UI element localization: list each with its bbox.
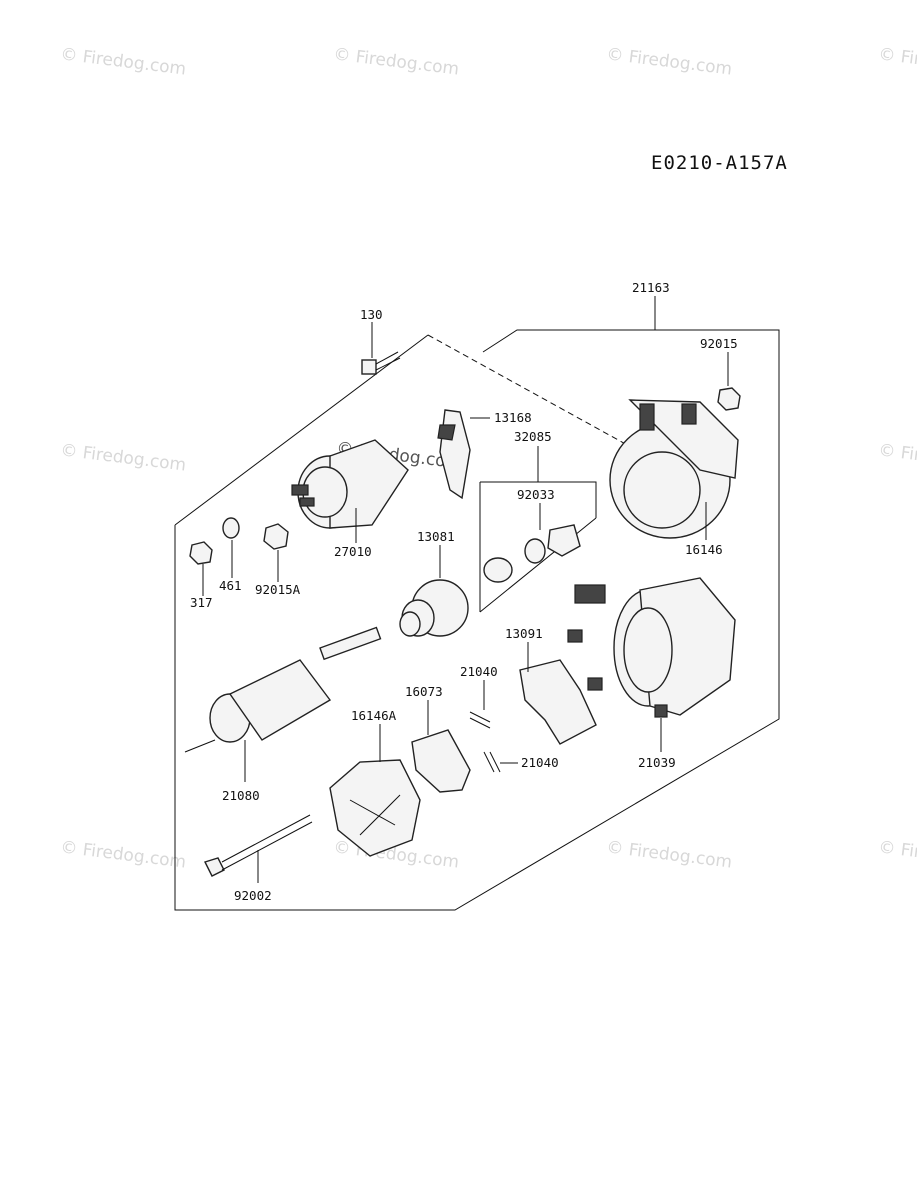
label-92015A: 92015A — [255, 582, 301, 597]
label-92033: 92033 — [517, 487, 555, 502]
nut-92015 — [717, 387, 741, 411]
plate-16073 — [411, 729, 471, 793]
spring-21040-upper — [469, 711, 491, 729]
parts-92033 — [483, 524, 581, 583]
washer-461 — [222, 517, 240, 539]
label-317: 317 — [190, 595, 213, 610]
label-461: 461 — [219, 578, 242, 593]
label-21039: 21039 — [638, 755, 676, 770]
label-13081: 13081 — [417, 529, 455, 544]
label-16146A: 16146A — [351, 708, 397, 723]
armature-21080 — [184, 626, 382, 753]
label-16146: 16146 — [685, 542, 723, 557]
label-21040-upper: 21040 — [460, 664, 498, 679]
clutch-13081 — [399, 579, 469, 637]
label-21040-lower: 21040 — [521, 755, 559, 770]
label-16073: 16073 — [405, 684, 443, 699]
assembly-frame-top — [174, 334, 429, 526]
solenoid-27010 — [291, 439, 409, 529]
cover-16146 — [609, 399, 739, 539]
yoke-21039 — [567, 577, 736, 718]
assembly-frame — [174, 329, 780, 911]
label-21080: 21080 — [222, 788, 260, 803]
label-13091: 13091 — [505, 626, 543, 641]
nut-92015A — [263, 523, 289, 550]
label-27010: 27010 — [334, 544, 372, 559]
diagram-code: E0210-A157A — [651, 152, 788, 174]
lever-13168 — [437, 409, 471, 500]
dashed-axis — [427, 334, 641, 453]
subassembly-frame — [480, 481, 597, 518]
end-cover-16146A — [329, 759, 421, 857]
label-13168: 13168 — [494, 410, 532, 425]
spring-21040-lower — [483, 751, 501, 773]
leader-lines — [202, 296, 729, 883]
label-21163: 21163 — [632, 280, 670, 295]
label-92015: 92015 — [700, 336, 738, 351]
bolt-92002 — [204, 814, 313, 877]
bolt-130 — [361, 351, 401, 375]
label-130: 130 — [360, 307, 383, 322]
brush-holder-13091 — [519, 659, 597, 745]
label-92002: 92002 — [234, 888, 272, 903]
nut-317 — [189, 541, 213, 565]
label-32085: 32085 — [514, 429, 552, 444]
